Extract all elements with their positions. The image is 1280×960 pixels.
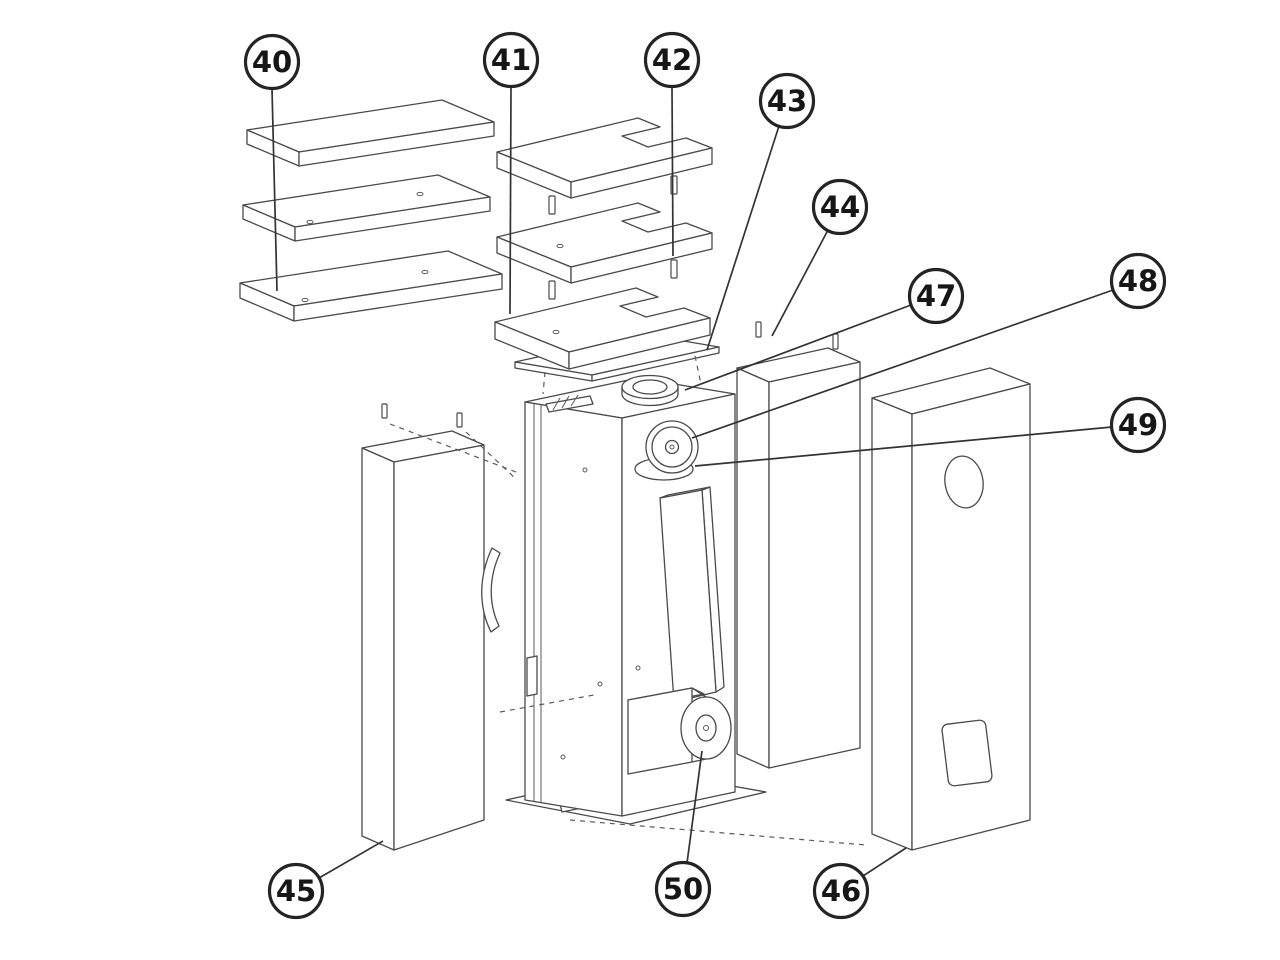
leader-41 — [509, 86, 512, 315]
pellet-chute — [659, 486, 725, 703]
callout-49-label: 49 — [1118, 408, 1158, 442]
leader-50 — [686, 750, 703, 864]
callout-42-label: 42 — [652, 43, 692, 77]
mounting-pin — [832, 333, 839, 350]
leader-43 — [706, 125, 780, 351]
callout-50: 50 — [654, 860, 712, 918]
callout-49: 49 — [1109, 396, 1167, 454]
leader-46 — [862, 847, 907, 877]
inner-right-panel — [736, 321, 861, 769]
stove-body — [481, 374, 767, 825]
callout-41-label: 41 — [491, 43, 531, 77]
notched-panel-stack — [494, 117, 713, 370]
callout-42: 42 — [643, 31, 701, 89]
leader-47 — [684, 304, 912, 391]
exhaust-fan — [645, 420, 699, 474]
callout-46: 46 — [812, 862, 870, 920]
door-handle — [481, 547, 501, 633]
callout-44-label: 44 — [820, 190, 860, 224]
callout-47: 47 — [907, 267, 965, 325]
callout-43: 43 — [758, 72, 816, 130]
latch-bracket — [526, 655, 538, 697]
callout-43-label: 43 — [767, 84, 807, 118]
mounting-pin — [456, 412, 463, 428]
callout-40: 40 — [243, 33, 301, 91]
locating-pin — [670, 259, 678, 279]
callout-45: 45 — [267, 862, 325, 920]
insulation-panel-stack — [239, 99, 503, 322]
mounting-pin — [755, 321, 762, 338]
top-bracket — [545, 394, 594, 413]
leader-45 — [318, 840, 384, 879]
mounting-pin — [381, 403, 388, 419]
locating-pin — [548, 280, 556, 300]
callout-45-label: 45 — [276, 874, 316, 908]
panel-oval-vent — [944, 455, 984, 509]
callout-44: 44 — [811, 178, 869, 236]
callout-40-label: 40 — [252, 45, 292, 79]
blower-motor — [627, 687, 732, 775]
callout-46-label: 46 — [821, 874, 861, 908]
leader-49 — [694, 426, 1113, 467]
flue-collar — [621, 374, 679, 407]
callout-48: 48 — [1109, 252, 1167, 310]
leader-lines — [271, 86, 1114, 879]
leader-42 — [671, 86, 674, 257]
locating-pin — [548, 195, 556, 215]
callout-41: 41 — [482, 31, 540, 89]
leader-40 — [271, 88, 278, 292]
callout-48-label: 48 — [1118, 264, 1158, 298]
leader-48 — [691, 289, 1114, 439]
leader-44 — [771, 229, 829, 337]
right-side-panel — [871, 367, 1031, 851]
callouts: 40 41 42 43 44 45 46 47 — [243, 31, 1167, 920]
callout-50-label: 50 — [663, 872, 703, 906]
callout-47-label: 47 — [916, 279, 956, 313]
left-side-panel — [361, 403, 517, 851]
panel-rect-vent — [941, 719, 993, 787]
